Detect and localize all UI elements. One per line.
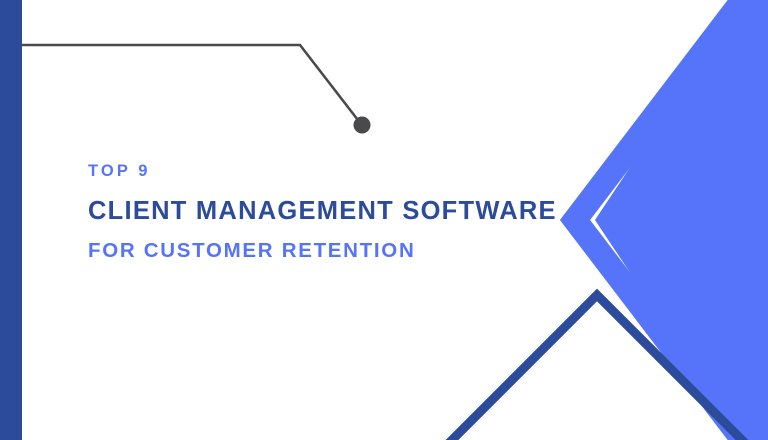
headline-title: CLIENT MANAGEMENT SOFTWARE [88,196,557,225]
bottom-navy-chevron [445,288,749,440]
pointer-dot-icon [353,116,371,134]
headline-eyebrow: TOP 9 [88,162,151,180]
right-chevron-outer-outline [559,0,758,440]
left-navy-bar [0,0,22,440]
headline-subtitle: FOR CUSTOMER RETENTION [88,239,416,262]
headline-block: TOP 9 CLIENT MANAGEMENT SOFTWARE FOR CUS… [88,163,558,262]
pointer-elbow-line [22,43,363,125]
right-chevron-inner-fill [595,0,768,440]
